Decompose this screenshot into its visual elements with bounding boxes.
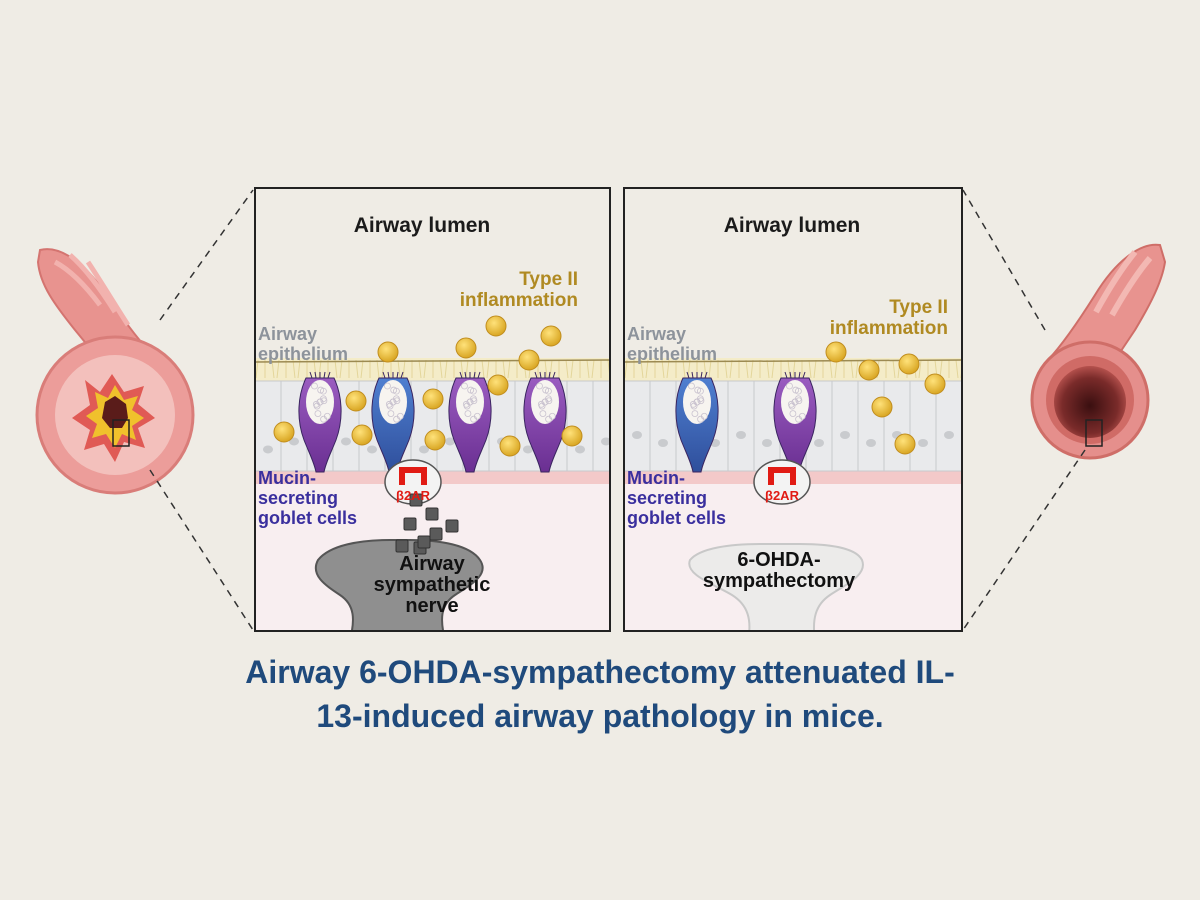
cytokine-particle [455, 337, 477, 359]
cytokine-particle [898, 353, 920, 375]
cytokine-particle [345, 390, 367, 412]
cytokine-particle [540, 325, 562, 347]
cytokine-particle [858, 359, 880, 381]
neurotransmitter-vesicle [417, 535, 431, 549]
left-lumen-label: Airway lumen [354, 214, 491, 237]
right-lumen-label: Airway lumen [724, 214, 861, 237]
right-epithelium-label-line1: Airway [627, 324, 686, 344]
left-goblet-label-line3: goblet cells [258, 508, 357, 528]
left-inflammation-label-line1: Type II [519, 269, 578, 290]
goblet-cell-blue [675, 371, 719, 473]
left-epithelium-label-line2: epithelium [258, 344, 348, 364]
right-goblet-label-line3: goblet cells [627, 508, 726, 528]
cytokine-particle [561, 425, 583, 447]
goblet-cell-purple [773, 371, 817, 473]
cytokine-particle [871, 396, 893, 418]
left-panel-frame [254, 187, 611, 632]
left-panel [254, 187, 611, 632]
goblet-cell-purple [298, 371, 342, 473]
airway-sympathetic-nerve [314, 539, 484, 631]
zoom-guide-lines [149, 189, 1086, 631]
right-b2ar-label: β2AR [765, 488, 800, 503]
caption-line1: Airway 6-OHDA-sympathectomy attenuated I… [245, 654, 955, 690]
left-nerve-label-line3: nerve [405, 595, 458, 617]
goblet-cell-purple [448, 371, 492, 473]
neurotransmitter-vesicle [409, 493, 423, 507]
goblet-cell-purple [523, 371, 567, 473]
left-nerve-label-line2: sympathetic [374, 574, 491, 596]
cytokine-particle [487, 374, 509, 396]
right-goblet-label-line2: secreting [627, 488, 707, 508]
left-epithelium-label-line1: Airway [258, 324, 317, 344]
left-nerve-label-line1: Airway [399, 553, 465, 575]
right-goblet-label-line1: Mucin- [627, 468, 685, 488]
left-airway-tube-illustration [35, 248, 195, 495]
cytokine-particle [273, 421, 295, 443]
cytokine-particle [422, 388, 444, 410]
left-inflammation-label-line2: inflammation [460, 290, 578, 311]
neurotransmitter-vesicle [425, 507, 439, 521]
cytokine-particle [518, 349, 540, 371]
neurotransmitter-vesicle [403, 517, 417, 531]
cytokine-particle [894, 433, 916, 455]
neurotransmitter-vesicle [445, 519, 459, 533]
left-goblet-label-line1: Mucin- [258, 468, 316, 488]
goblet-cell-blue [371, 371, 415, 473]
right-nerve-label-line1: 6-OHDA- [737, 549, 820, 571]
b2ar-receptor [753, 459, 811, 505]
cytokine-particle [424, 429, 446, 451]
left-zoom-box [112, 419, 130, 447]
cytokine-particle [499, 435, 521, 457]
right-airway-tube-illustration [1030, 243, 1167, 460]
left-goblet-label-line2: secreting [258, 488, 338, 508]
cytokine-particle [924, 373, 946, 395]
right-inflammation-label-line2: inflammation [830, 318, 948, 339]
sympathectomy-nerve-remnant [688, 543, 864, 631]
neurotransmitter-vesicle [429, 527, 443, 541]
cytokine-particle [351, 424, 373, 446]
right-zoom-box [1085, 419, 1103, 447]
cytokine-particle [825, 341, 847, 363]
right-panel-frame [623, 187, 963, 632]
cytokine-particle [377, 341, 399, 363]
caption-line2: 13-induced airway pathology in mice. [316, 698, 884, 734]
right-nerve-label-line2: sympathectomy [703, 570, 856, 592]
neurotransmitter-vesicle [395, 539, 409, 553]
cytokine-particle [485, 315, 507, 337]
right-epithelium-label-line2: epithelium [627, 344, 717, 364]
right-inflammation-label-line1: Type II [889, 297, 948, 318]
left-b2ar-label: β2AR [396, 488, 431, 503]
